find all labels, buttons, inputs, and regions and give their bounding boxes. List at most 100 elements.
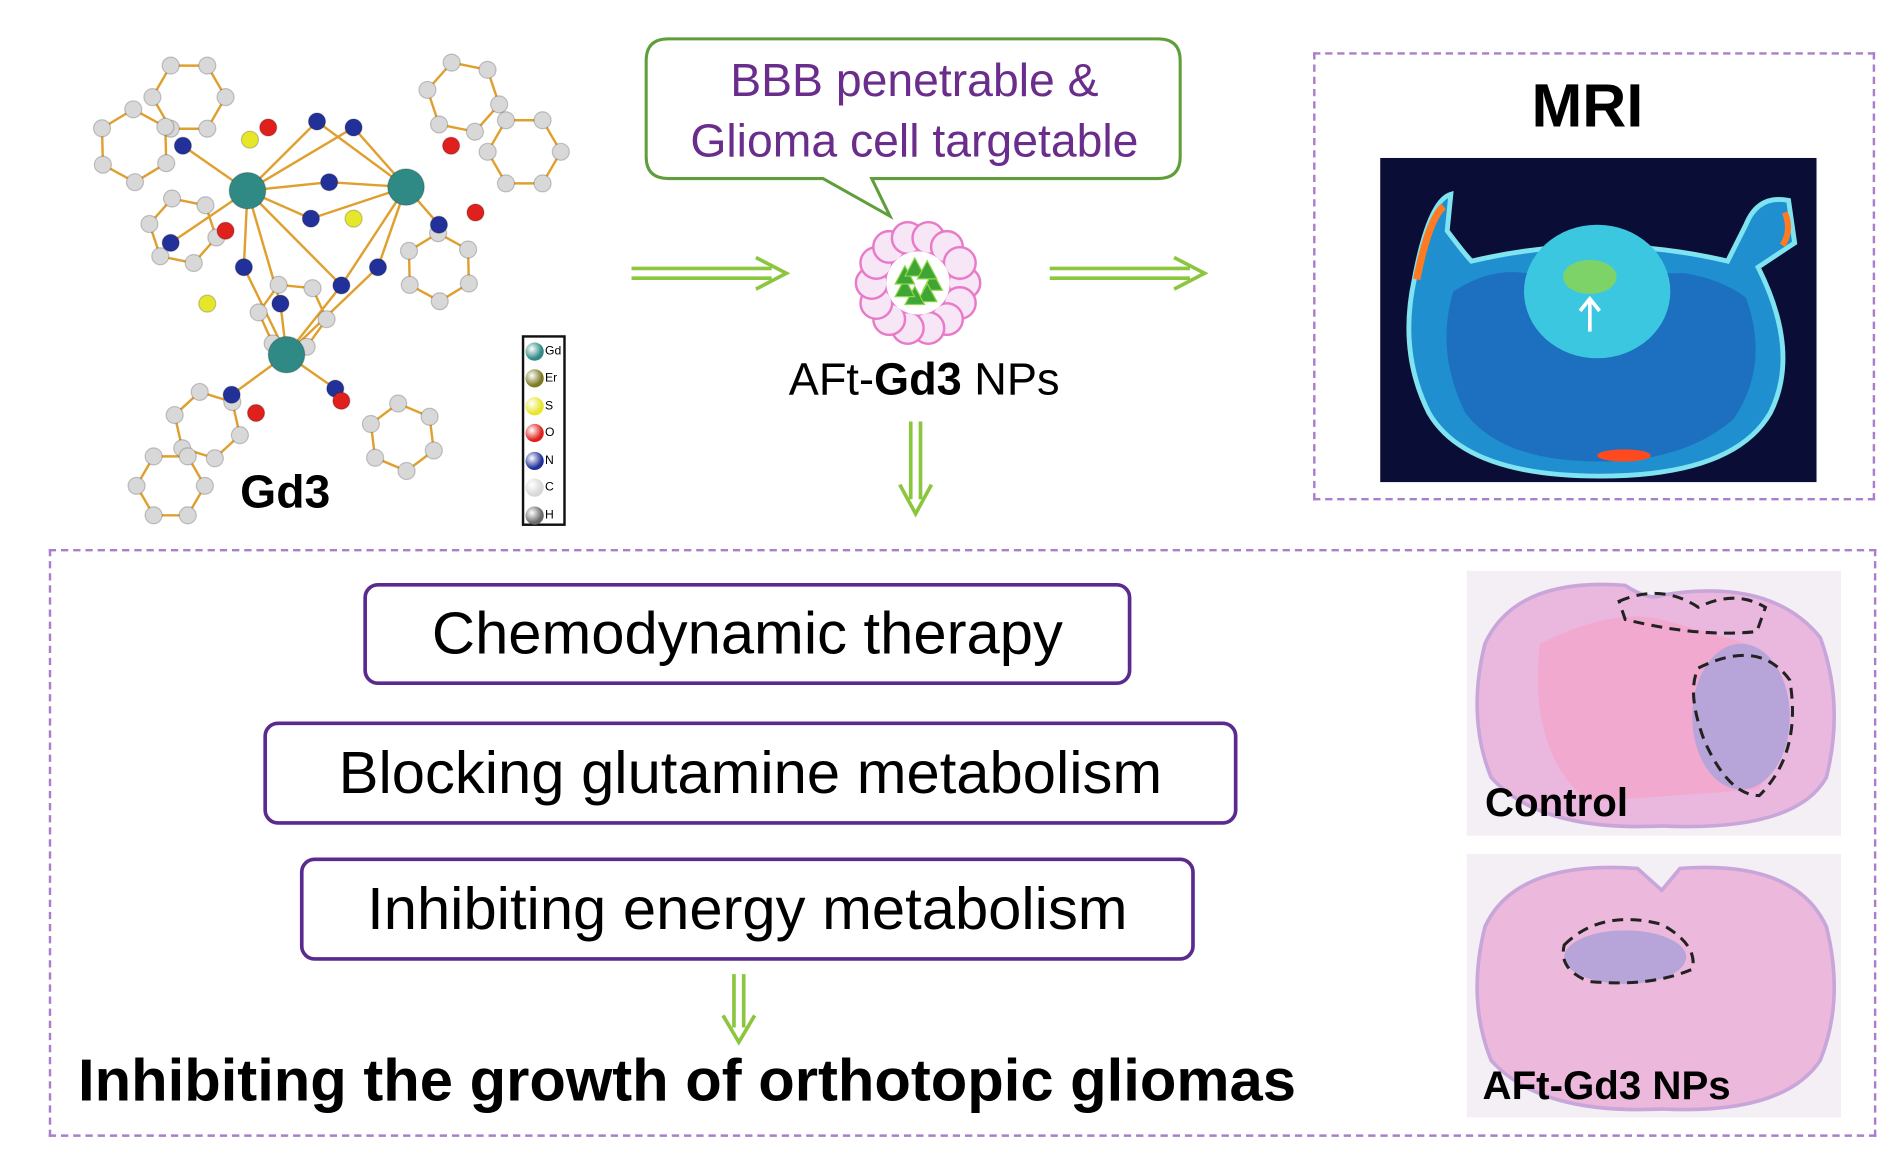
- atom-c: [465, 122, 485, 141]
- atom-c: [388, 394, 408, 413]
- atom-c: [397, 461, 416, 481]
- atom-c: [178, 506, 197, 525]
- atom-c: [459, 274, 479, 293]
- atom-c: [442, 53, 461, 72]
- legend-item: H: [524, 502, 563, 529]
- atom-c: [196, 196, 215, 215]
- atom-c: [190, 382, 209, 402]
- atom-c: [162, 189, 182, 208]
- legend-item: S: [524, 392, 563, 419]
- atom-c: [361, 414, 381, 434]
- callout-line-1: BBB penetrable &: [730, 55, 1099, 107]
- double-arrow-right-icon: [1049, 255, 1209, 291]
- legend-item: Gd: [524, 338, 563, 365]
- histology-treated-image: [1475, 865, 1837, 1112]
- atom-n: [222, 385, 241, 404]
- atom-c: [144, 506, 163, 525]
- atom-c: [198, 119, 217, 138]
- atom-o: [441, 136, 461, 155]
- atom-n: [332, 276, 351, 295]
- atom-n: [320, 173, 339, 192]
- atom-n: [234, 258, 253, 277]
- atom-n: [344, 118, 363, 137]
- atom-n: [368, 258, 388, 277]
- atom-c: [551, 142, 570, 161]
- atom-c: [430, 292, 449, 311]
- atom-n: [307, 112, 327, 131]
- atom-c: [424, 441, 443, 460]
- atom-c: [478, 142, 497, 161]
- callout-text: BBB penetrable & Glioma cell targetable: [646, 51, 1182, 172]
- atom-gd: [228, 171, 267, 210]
- atom-c: [184, 253, 203, 273]
- atom-o: [259, 118, 278, 137]
- np-prefix: AFt-: [788, 354, 874, 405]
- atom-ball-icon: [525, 451, 544, 470]
- atom-c: [165, 405, 184, 425]
- np-suffix: NPs: [961, 354, 1060, 405]
- double-arrow-down-icon: [898, 421, 934, 518]
- histology-control-image: [1475, 582, 1836, 829]
- atom-o: [332, 391, 351, 410]
- double-arrow-right-icon: [631, 255, 791, 291]
- atom-c: [157, 154, 176, 173]
- outcome-text: Inhibiting the growth of orthotopic glio…: [78, 1048, 1296, 1114]
- atom-c: [420, 407, 439, 426]
- legend-item: Er: [524, 365, 563, 392]
- atom-c: [496, 174, 516, 193]
- callout-bubble: [644, 37, 1182, 220]
- therapy-panel: [48, 548, 1877, 1137]
- atom-c: [205, 449, 224, 468]
- atom-c: [496, 111, 516, 130]
- nanoparticle-label: AFt-Gd3 NPs: [732, 355, 1117, 406]
- atom-gd: [387, 168, 425, 206]
- atom-c: [198, 56, 217, 75]
- legend-symbol: C: [544, 481, 554, 495]
- histology-treated: AFt-Gd3 NPs: [1466, 853, 1841, 1118]
- atom-c: [161, 56, 180, 75]
- atom-c: [93, 155, 113, 174]
- legend-symbol: S: [544, 399, 554, 413]
- atom-c: [178, 447, 197, 466]
- atom-n: [429, 215, 449, 234]
- mri-image: [1380, 157, 1817, 483]
- atom-c: [144, 447, 163, 466]
- atom-ball-icon: [525, 342, 544, 361]
- legend-symbol: H: [544, 508, 554, 522]
- gd3-molecule-structure: [92, 53, 570, 525]
- histology-control: Control: [1466, 570, 1841, 836]
- mri-title: MRI: [1531, 71, 1644, 140]
- therapy-box-glutamine: Blocking glutamine metabolism: [263, 721, 1238, 825]
- atom-ball-icon: [525, 424, 544, 443]
- atom-c: [429, 115, 449, 134]
- therapy-box-chemodynamic: Chemodynamic therapy: [363, 583, 1132, 686]
- atom-c: [303, 279, 322, 298]
- atom-o: [216, 221, 235, 240]
- callout-line-2: Glioma cell targetable: [690, 116, 1139, 168]
- gd3-cargo: [916, 282, 938, 303]
- atom-n: [271, 294, 290, 313]
- atom-c: [216, 88, 235, 107]
- atom-c: [365, 448, 385, 467]
- histology-label: AFt-Gd3 NPs: [1482, 1062, 1731, 1108]
- atom-c: [478, 60, 497, 79]
- atom-c: [399, 241, 419, 261]
- gd3-cargo: [894, 277, 916, 298]
- atom-gd: [267, 335, 306, 374]
- atom-c: [533, 111, 552, 130]
- atom-o: [246, 403, 266, 423]
- atom-c: [124, 100, 143, 119]
- ferritin-subunit: [942, 245, 977, 280]
- gd3-cargo: [916, 259, 938, 280]
- legend-symbol: N: [544, 453, 554, 468]
- atom-c: [418, 80, 437, 100]
- atom-c: [458, 240, 478, 259]
- np-bold: Gd3: [873, 354, 962, 405]
- atom-ball-icon: [525, 369, 544, 388]
- atom-n: [161, 233, 180, 253]
- legend-symbol: O: [544, 426, 555, 440]
- atom-n: [301, 209, 321, 228]
- atom-c: [140, 214, 159, 234]
- legend-symbol: Er: [544, 371, 558, 386]
